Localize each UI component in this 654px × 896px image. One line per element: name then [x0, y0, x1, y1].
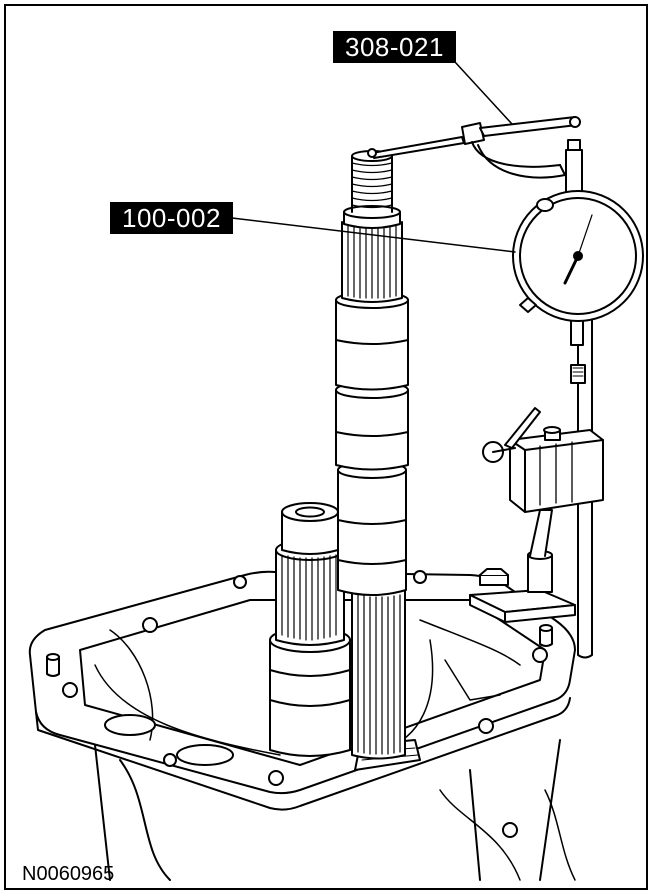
indicator-rod-clamp — [482, 309, 604, 659]
leader-308-021 — [454, 61, 513, 125]
countershaft — [269, 502, 351, 757]
indicator-holder-arm — [367, 116, 581, 179]
callout-label-100-002: 100-002 — [110, 202, 233, 234]
leader-100-002 — [231, 217, 516, 253]
dial-indicator — [512, 139, 644, 346]
callout-leaders — [231, 61, 516, 253]
mainshaft — [335, 150, 409, 760]
callout-label-308-021: 308-021 — [333, 31, 456, 63]
figure-id-label: N0060965 — [22, 863, 115, 885]
magnetic-base — [469, 509, 576, 623]
